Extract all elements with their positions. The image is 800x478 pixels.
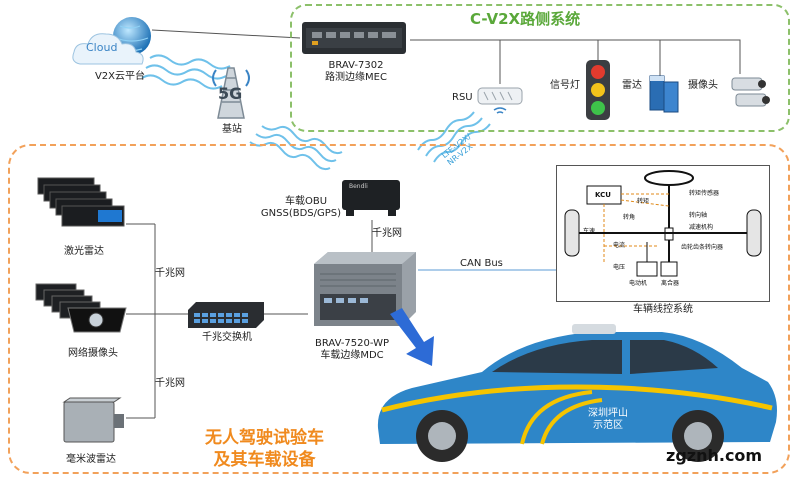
rsu-label: RSU	[452, 92, 473, 103]
obu-label-line1: 车载OBU	[284, 196, 328, 207]
mec-model: BRAV-7302	[328, 60, 384, 71]
voltage-label: 电压	[613, 264, 626, 271]
mmwave-radar-label: 毫米波雷达	[66, 454, 116, 465]
kcu-label: KCU	[595, 191, 611, 199]
gear-rack-label: 齿轮齿条转向器	[681, 244, 724, 251]
router-icon	[477, 87, 523, 114]
mdc-model: BRAV-7520-WP	[314, 338, 390, 349]
arrow-icon	[390, 308, 434, 366]
switch-label: 千兆交换机	[202, 332, 252, 343]
torque-sensor-label: 转矩传感器	[689, 190, 720, 197]
radar-icon	[649, 75, 679, 113]
vehicle-title-line2: 及其车载设备	[213, 450, 316, 470]
vehicle-title-line1: 无人驾驶试验车	[205, 428, 324, 448]
mdc-label: 车载边缘MDC	[320, 350, 384, 361]
motor-label: 电动机	[629, 280, 648, 287]
reducer-label: 减速机构	[689, 224, 714, 231]
lidar-icon	[37, 177, 125, 227]
switch-icon	[188, 302, 264, 328]
cloud-icon	[72, 17, 151, 65]
steer-by-wire-diagram: KCU 转矩传感器 转矩 转角 转向轴 减速机构 车速 电流 齿轮齿条转向器 电…	[556, 165, 770, 302]
watermark: zgznh.com	[666, 446, 763, 465]
obu-icon	[342, 180, 400, 216]
can-bus-label: CAN Bus	[460, 258, 503, 269]
traffic-light-icon	[586, 60, 610, 120]
mdc-computer-icon	[314, 252, 416, 326]
car-icon	[377, 324, 777, 462]
steering-wheel-icon	[644, 170, 694, 186]
lidar-link-label: 千兆网	[155, 268, 185, 279]
signal-light-label: 信号灯	[550, 80, 580, 91]
cloud-icon-text: Cloud	[86, 41, 118, 54]
mec-label: 路测边缘MEC	[325, 72, 387, 83]
base-station-label: 基站	[222, 124, 242, 135]
network-camera-icon	[35, 283, 127, 333]
torque-label: 转矩	[637, 198, 650, 205]
obu-mdc-link-label: 千兆网	[372, 228, 402, 239]
radar-label: 雷达	[622, 80, 642, 91]
vehicle-system-title: 无人驾驶试验车 及其车载设备	[205, 427, 324, 471]
current-label: 电流	[613, 242, 626, 249]
left-wheel-icon	[564, 209, 580, 257]
steer-diagram-lines	[564, 170, 762, 277]
lidar-label: 激光雷达	[64, 246, 104, 257]
steer-diagram-caption: 车辆线控系统	[633, 304, 693, 315]
mmwave-radar-icon	[62, 397, 124, 443]
cell-tower-icon	[212, 67, 250, 119]
camera-label: 摄像头	[688, 80, 718, 91]
roadside-system-group	[290, 4, 790, 132]
mmwave-link-label: 千兆网	[155, 378, 185, 389]
angle-label: 转角	[623, 214, 636, 221]
roadside-system-title: C-V2X路侧系统	[470, 10, 581, 28]
network-camera-label: 网络摄像头	[68, 348, 118, 359]
vehicle-system-group	[8, 144, 790, 474]
right-wheel-icon	[746, 209, 762, 257]
speed-label: 车速	[583, 228, 596, 235]
obu-label-line2: GNSS(BDS/GPS)	[260, 208, 342, 219]
car-door-line1: 深圳坪山	[588, 408, 628, 419]
steer-shaft-label: 转向轴	[689, 212, 708, 219]
car-door-line2: 示范区	[593, 420, 623, 431]
cloud-label: V2X云平台	[94, 71, 146, 82]
clutch-label: 离合器	[661, 280, 680, 287]
server-icon	[302, 22, 406, 54]
camera-icon	[731, 77, 770, 107]
base-station-icon-text: 5G	[218, 84, 243, 103]
obu-device-text: Bendli	[349, 183, 368, 190]
